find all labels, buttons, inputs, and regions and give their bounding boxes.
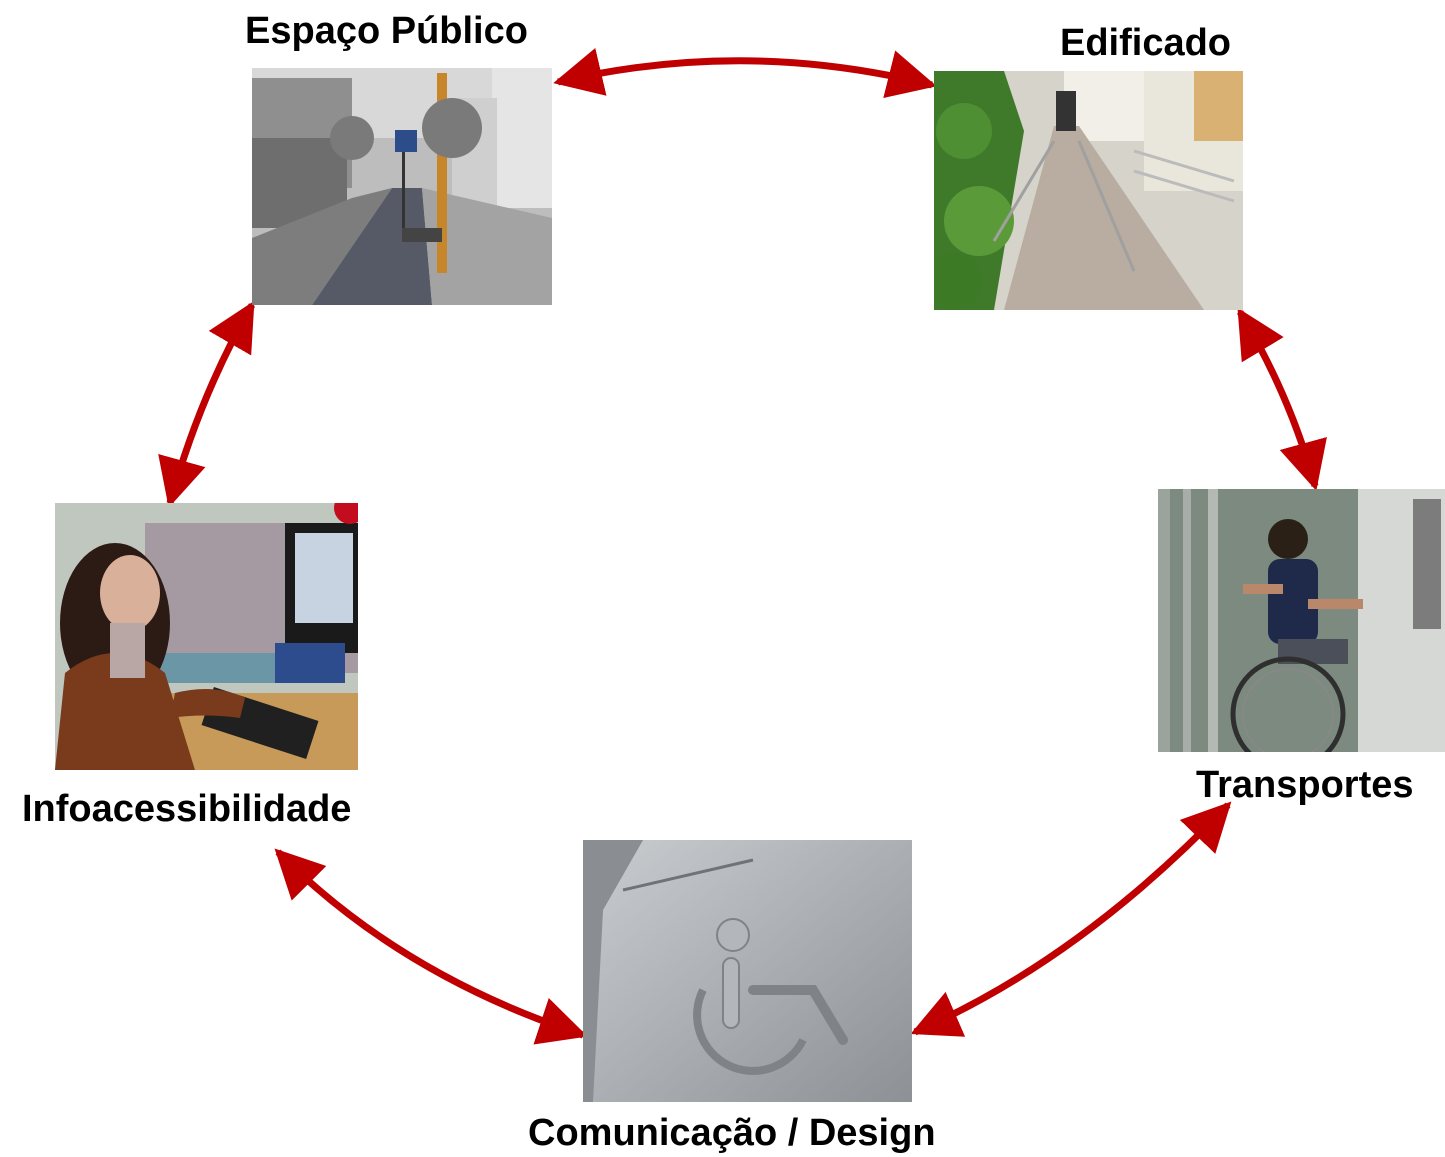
- embossed-wheelchair-symbol-photo: [583, 840, 912, 1102]
- woman-at-computer-with-headset-photo: [55, 503, 358, 770]
- street-with-parking-sign-photo: [252, 68, 552, 305]
- edificado-label: Edificado: [1060, 22, 1232, 64]
- arrow-espaco-edificado: [553, 48, 937, 99]
- arrow-comunicacao-infoacessibilidade: [274, 848, 588, 1045]
- infoacessibilidade-label: Infoacessibilidade: [22, 788, 352, 830]
- comunicacao-design-label: Comunicação / Design: [528, 1112, 936, 1154]
- arrow-edificado-transportes: [1237, 307, 1327, 491]
- arrow-infoacessibilidade-espaco: [158, 300, 256, 508]
- wheelchair-user-boarding-tram-photo: [1158, 489, 1445, 752]
- transportes-label: Transportes: [1196, 764, 1414, 806]
- arrow-transportes-comunicacao: [910, 801, 1232, 1037]
- building-ramp-corridor-photo: [934, 71, 1243, 310]
- espaco-publico-label: Espaço Público: [245, 10, 528, 52]
